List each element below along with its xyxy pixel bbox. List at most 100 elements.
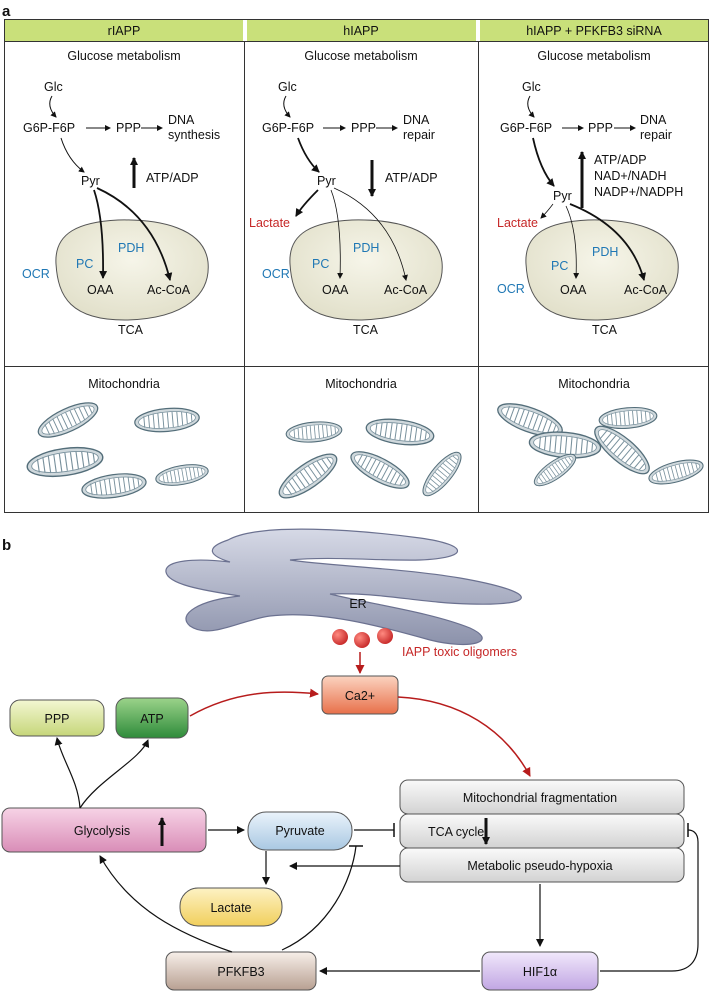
mitochondrion-icon: [345, 444, 415, 496]
header-hiapp-pfkfb3: hIAPP + PFKFB3 siRNA: [526, 24, 662, 38]
mitochondrion-icon: [364, 414, 436, 450]
tca-label: TCA: [353, 323, 379, 337]
dna-process-label: repair: [403, 128, 435, 142]
panel-a-letter: a: [2, 3, 11, 20]
dna-process-label: synthesis: [168, 128, 220, 142]
header-riapp: rIAPP: [108, 24, 141, 38]
column-hiapp: Glucose metabolism Glc G6P-F6P PPP DNA r…: [249, 49, 468, 506]
atp-label: ATP: [140, 712, 163, 726]
ratio-label: NADP+/NADPH: [594, 185, 683, 199]
oaa-label: OAA: [322, 283, 349, 297]
pdh-label: PDH: [592, 245, 618, 259]
mitochondrion-icon: [284, 419, 344, 445]
mitochondrion-cell: [525, 219, 679, 321]
mitochondrion-cell: [55, 219, 209, 321]
pdh-label: PDH: [118, 241, 144, 255]
column-hiapp-pfkfb3: Glucose metabolism Glc G6P-F6P PPP DNA r…: [493, 49, 707, 492]
mitochondrion-icon: [24, 442, 106, 482]
header-bar-2: [247, 20, 476, 41]
glycolysis-box: [1, 807, 207, 853]
pc-label: PC: [312, 257, 329, 271]
mitochondria-title: Mitochondria: [88, 377, 160, 391]
ocr-label: OCR: [22, 267, 50, 281]
mitochondrion-icon: [133, 405, 201, 435]
pyr-label: Pyr: [553, 189, 572, 203]
mitochondrion-icon: [153, 460, 211, 490]
ppp-label: PPP: [44, 712, 69, 726]
column-riapp: Glucose metabolism Glc G6P-F6P PPP DNA s…: [22, 49, 220, 503]
hif-box: [481, 951, 599, 991]
oligomers-label: IAPP toxic oligomers: [402, 645, 517, 659]
lactate-label: Lactate: [210, 901, 251, 915]
acoa-label: Ac-CoA: [624, 283, 668, 297]
ppp-label: PPP: [588, 121, 613, 135]
pdh-label: PDH: [353, 241, 379, 255]
oaa-label: OAA: [560, 283, 587, 297]
ppp-box: [9, 699, 105, 737]
pyruvate-label: Pyruvate: [275, 824, 324, 838]
tca-cycle-label: TCA cycle: [428, 825, 484, 839]
oligomer-icon: [354, 632, 370, 648]
dna-process-label: repair: [640, 128, 672, 142]
lactate-box: [179, 887, 283, 927]
mitochondria-title: Mitochondria: [325, 377, 397, 391]
glucose-metabolism-title: Glucose metabolism: [67, 49, 180, 63]
header-hiapp: hIAPP: [343, 24, 378, 38]
glc-label: Glc: [44, 80, 63, 94]
ocr-label: OCR: [497, 282, 525, 296]
lactate-label: Lactate: [497, 216, 538, 230]
acoa-label: Ac-CoA: [147, 283, 191, 297]
ca-label: Ca2+: [345, 689, 375, 703]
glycolysis-label: Glycolysis: [74, 824, 130, 838]
pc-label: PC: [76, 257, 93, 271]
pseudo-hypoxia-box: [399, 847, 685, 883]
ratio-label: NAD+/NADH: [594, 169, 667, 183]
ratio-label: ATP/ADP: [594, 153, 647, 167]
lactate-label: Lactate: [249, 216, 290, 230]
ocr-label: OCR: [262, 267, 290, 281]
mitochondrion-icon: [79, 469, 149, 503]
mito-fragmentation-label: Mitochondrial fragmentation: [463, 791, 617, 805]
ratio-label: ATP/ADP: [146, 171, 199, 185]
oligomer-icon: [332, 629, 348, 645]
ratio-label: ATP/ADP: [385, 171, 438, 185]
pseudo-hypoxia-label: Metabolic pseudo-hypoxia: [467, 859, 612, 873]
pfkfb3-label: PFKFB3: [217, 965, 264, 979]
dna-label: DNA: [403, 113, 430, 127]
ppp-label: PPP: [351, 121, 376, 135]
header-bar-3: [480, 20, 708, 41]
panel-a-frame: [4, 19, 709, 513]
g6p-label: G6P-F6P: [262, 121, 314, 135]
header-bar-1: [5, 20, 243, 41]
pc-label: PC: [551, 259, 568, 273]
tca-label: TCA: [118, 323, 144, 337]
pyr-label: Pyr: [317, 174, 336, 188]
er-organelle: ER: [165, 528, 522, 646]
ppp-label: PPP: [116, 121, 141, 135]
glucose-metabolism-title: Glucose metabolism: [304, 49, 417, 63]
glc-label: Glc: [278, 80, 297, 94]
mitochondrion-icon: [272, 446, 344, 506]
dna-label: DNA: [168, 113, 195, 127]
pyr-label: Pyr: [81, 174, 100, 188]
oligomer-icon: [377, 628, 393, 644]
panel-b-letter: b: [2, 537, 11, 554]
dna-label: DNA: [640, 113, 667, 127]
mitochondrion-icon: [33, 395, 103, 445]
oaa-label: OAA: [87, 283, 114, 297]
mitochondrion-icon: [645, 454, 707, 490]
pfkfb3-box: [165, 951, 317, 991]
tca-label: TCA: [592, 323, 618, 337]
mitochondria-title: Mitochondria: [558, 377, 630, 391]
ca-box: [321, 675, 399, 715]
mitochondrion-icon: [416, 446, 468, 502]
mitochondrion-cell: [289, 219, 443, 321]
g6p-label: G6P-F6P: [23, 121, 75, 135]
glc-label: Glc: [522, 80, 541, 94]
atp-box: [115, 697, 189, 739]
glucose-metabolism-title: Glucose metabolism: [537, 49, 650, 63]
er-label: ER: [349, 597, 366, 611]
hif-label: HIF1α: [523, 965, 557, 979]
pyruvate-box: [247, 811, 353, 851]
